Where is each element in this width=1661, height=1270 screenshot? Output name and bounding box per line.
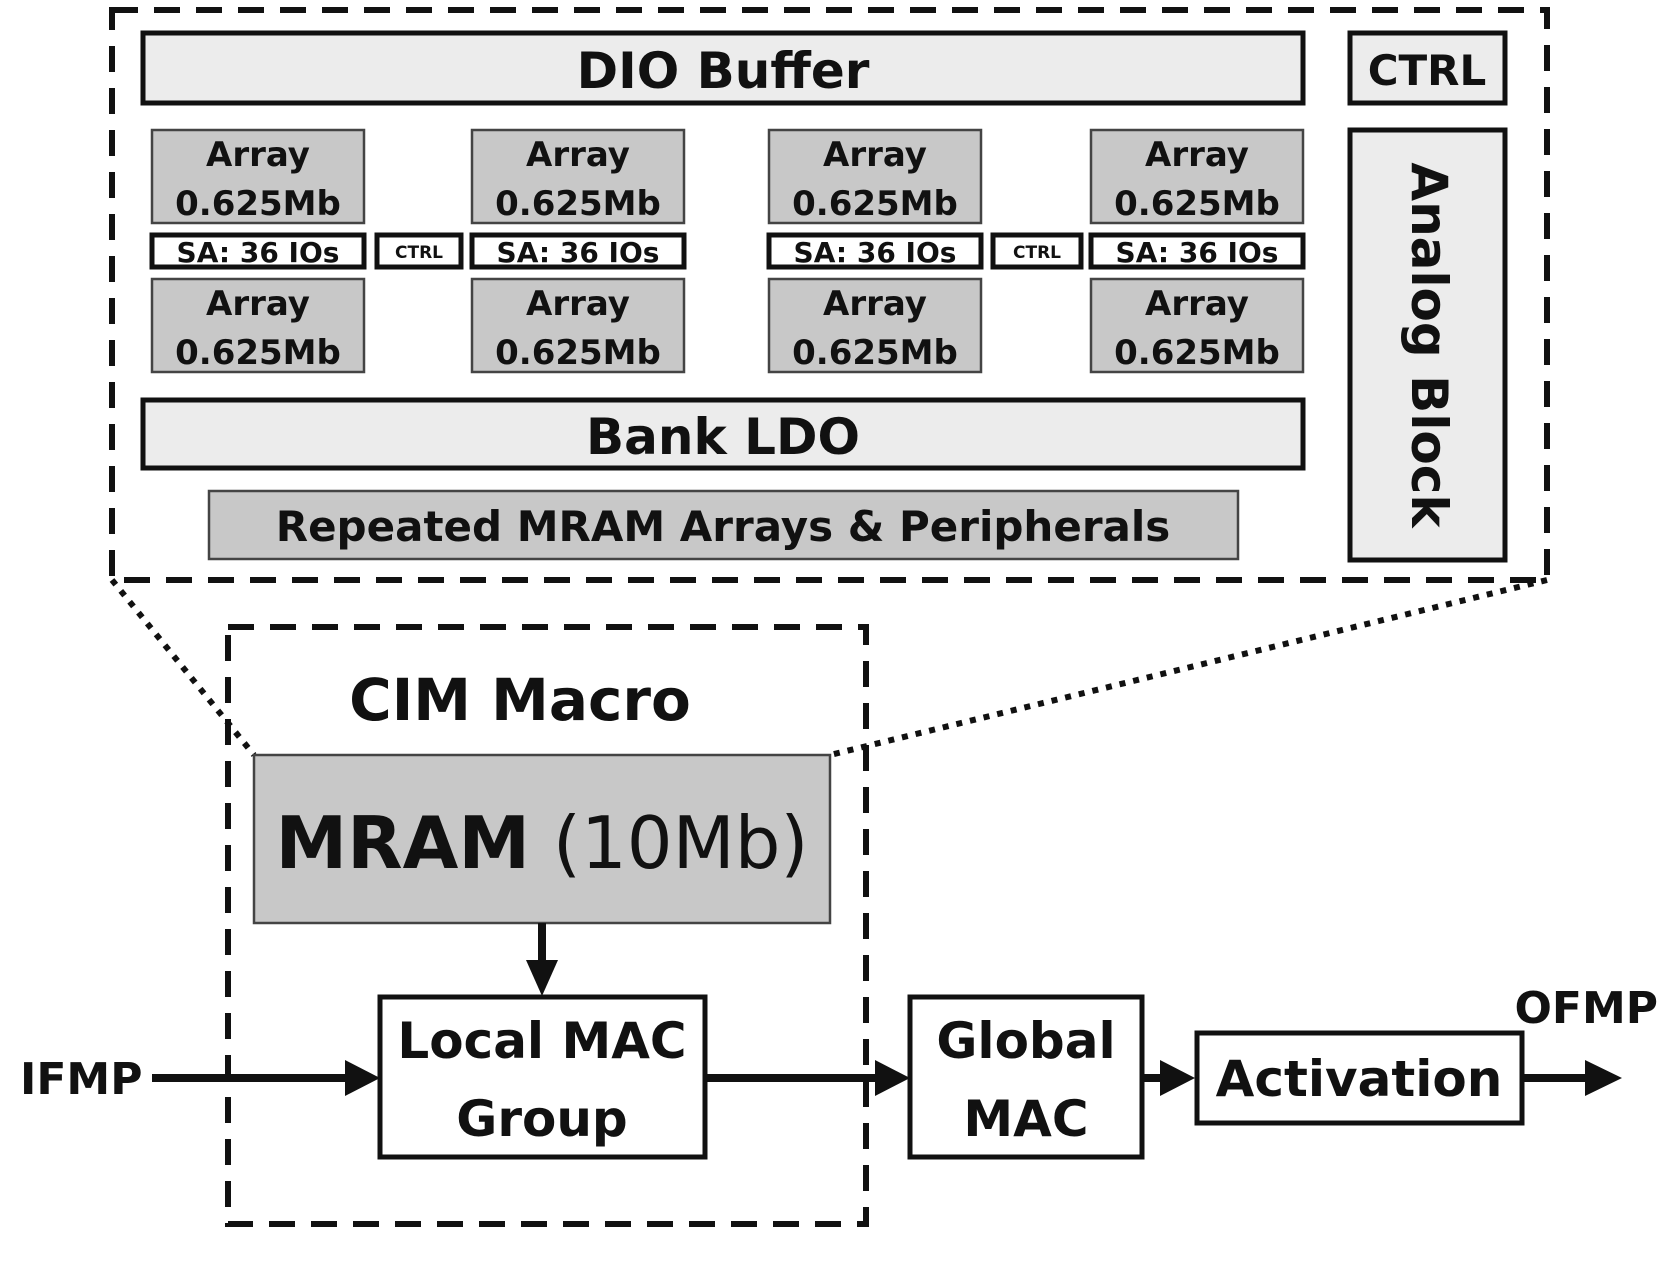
repeated-arrays-box xyxy=(207,489,1240,561)
array-label: Array xyxy=(206,284,310,324)
mram-label: MRAM (10Mb) xyxy=(276,801,809,885)
zoom-line-right xyxy=(829,577,1548,758)
local-mac-line1: Local MAC xyxy=(397,1012,686,1070)
ifmp-arrow-head xyxy=(345,1060,380,1096)
array-lower-3: Array 0.625Mb xyxy=(767,277,983,374)
activation-box xyxy=(1194,1030,1525,1126)
global-to-activation-arrow-head xyxy=(1160,1060,1195,1096)
ofmp-arrow-head xyxy=(1585,1060,1622,1096)
analog-block-box xyxy=(1347,127,1508,563)
array-size: 0.625Mb xyxy=(792,184,958,224)
zoom-line-left xyxy=(109,578,257,757)
ctrl-box xyxy=(1347,30,1508,106)
array-size: 0.625Mb xyxy=(495,333,661,373)
local-mac-group-box xyxy=(377,994,708,1160)
array-label: Array xyxy=(526,135,630,175)
sa-strip-4: SA: 36 IOs xyxy=(1088,232,1306,270)
sa-ctrl-label: CTRL xyxy=(1013,243,1061,263)
array-upper-2: Array 0.625Mb xyxy=(470,128,686,225)
array-label: Array xyxy=(823,284,927,324)
global-mac-line2: MAC xyxy=(963,1090,1088,1148)
array-size: 0.625Mb xyxy=(792,333,958,373)
ifmp-label: IFMP xyxy=(20,1054,142,1105)
bank-ldo-box xyxy=(140,397,1306,471)
array-label: Array xyxy=(526,284,630,324)
bank-ldo-label: Bank LDO xyxy=(586,408,860,466)
sa-label: SA: 36 IOs xyxy=(1116,236,1279,269)
array-label: Array xyxy=(1145,135,1249,175)
array-upper-4: Array 0.625Mb xyxy=(1089,128,1305,225)
dio-buffer-label: DIO Buffer xyxy=(577,42,870,100)
array-upper-1: Array 0.625Mb xyxy=(150,128,366,225)
activation-label: Activation xyxy=(1216,1050,1503,1108)
sa-label: SA: 36 IOs xyxy=(794,236,957,269)
sa-ctrl-left: CTRL xyxy=(374,232,464,270)
global-mac-line1: Global xyxy=(936,1012,1115,1070)
array-size: 0.625Mb xyxy=(175,184,341,224)
array-size: 0.625Mb xyxy=(495,184,661,224)
array-lower-1: Array 0.625Mb xyxy=(150,277,366,374)
sa-ctrl-right: CTRL xyxy=(990,232,1084,270)
mram-box xyxy=(252,753,832,925)
array-label: Array xyxy=(206,135,310,175)
sa-strip-1: SA: 36 IOs xyxy=(149,232,367,270)
mram-capacity: (10Mb) xyxy=(553,801,809,885)
repeated-arrays-label: Repeated MRAM Arrays & Peripherals xyxy=(276,502,1171,551)
array-size: 0.625Mb xyxy=(1114,333,1280,373)
array-size: 0.625Mb xyxy=(175,333,341,373)
local-to-global-arrow-head xyxy=(875,1060,910,1096)
sa-strip-3: SA: 36 IOs xyxy=(766,232,984,270)
array-lower-2: Array 0.625Mb xyxy=(470,277,686,374)
dio-buffer-box xyxy=(140,30,1306,106)
sa-ctrl-label: CTRL xyxy=(395,243,443,263)
array-label: Array xyxy=(823,135,927,175)
cim-macro-title: CIM Macro xyxy=(349,666,691,734)
sa-label: SA: 36 IOs xyxy=(497,236,660,269)
mram-name: MRAM xyxy=(276,801,530,885)
array-lower-4: Array 0.625Mb xyxy=(1089,277,1305,374)
global-mac-box xyxy=(907,994,1145,1160)
ctrl-label: CTRL xyxy=(1368,46,1487,95)
array-label: Array xyxy=(1145,284,1249,324)
analog-block-label: Analog Block xyxy=(1400,162,1458,529)
ofmp-label: OFMP xyxy=(1515,983,1659,1034)
array-size: 0.625Mb xyxy=(1114,184,1280,224)
sa-strip-2: SA: 36 IOs xyxy=(469,232,687,270)
sa-label: SA: 36 IOs xyxy=(177,236,340,269)
local-mac-line2: Group xyxy=(456,1090,627,1148)
zoom-region-outline xyxy=(109,7,1550,583)
array-upper-3: Array 0.625Mb xyxy=(767,128,983,225)
mram-to-mac-arrow-head xyxy=(526,960,558,996)
cim-macro-outline xyxy=(225,624,869,1227)
